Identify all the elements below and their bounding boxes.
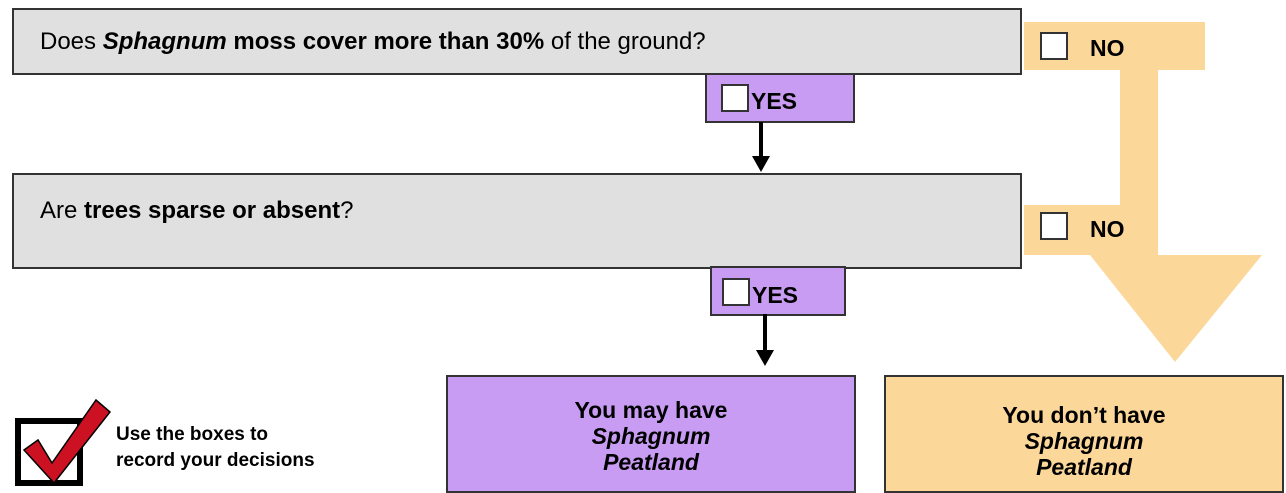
result-may-have-box: You may have Sphagnum Peatland xyxy=(446,375,856,493)
legend-line1: Use the boxes to xyxy=(116,424,269,445)
result-dont-have-line2: Sphagnum xyxy=(1024,428,1144,454)
yes-2-arrow xyxy=(756,314,774,366)
result-dont-have-box: You don’t have Sphagnum Peatland xyxy=(884,375,1284,493)
question-2-text: Are trees sparse or absent? xyxy=(40,197,354,224)
result-dont-have-line1: You don’t have xyxy=(1002,402,1166,428)
checkmark-box-icon xyxy=(15,398,112,486)
yes-1-checkbox[interactable] xyxy=(721,84,749,112)
yes-1-label: YES xyxy=(751,88,798,114)
result-may-have-line3: Peatland xyxy=(603,449,699,475)
yes-2-label: YES xyxy=(752,282,799,308)
yes-2-box: YES xyxy=(710,266,846,316)
question-2-box: Are trees sparse or absent? xyxy=(12,173,1022,269)
yes-1-arrow xyxy=(752,122,770,172)
result-may-have-line2: Sphagnum xyxy=(591,423,711,449)
legend-line2: record your decisions xyxy=(116,450,315,471)
result-dont-have-line3: Peatland xyxy=(1036,454,1132,480)
yes-1-box: YES xyxy=(705,73,855,123)
legend-text: Use the boxes to record your decisions xyxy=(116,422,315,474)
question-1-box: Does Sphagnum moss cover more than 30% o… xyxy=(12,8,1022,75)
no-2-label: NO xyxy=(1090,216,1125,242)
no-1-label: NO xyxy=(1090,35,1125,61)
yes-2-checkbox[interactable] xyxy=(722,278,750,306)
no-1-checkbox[interactable] xyxy=(1040,32,1068,60)
question-1-text: Does Sphagnum moss cover more than 30% o… xyxy=(40,28,706,55)
no-2-checkbox[interactable] xyxy=(1040,212,1068,240)
result-may-have-line1: You may have xyxy=(574,397,728,423)
